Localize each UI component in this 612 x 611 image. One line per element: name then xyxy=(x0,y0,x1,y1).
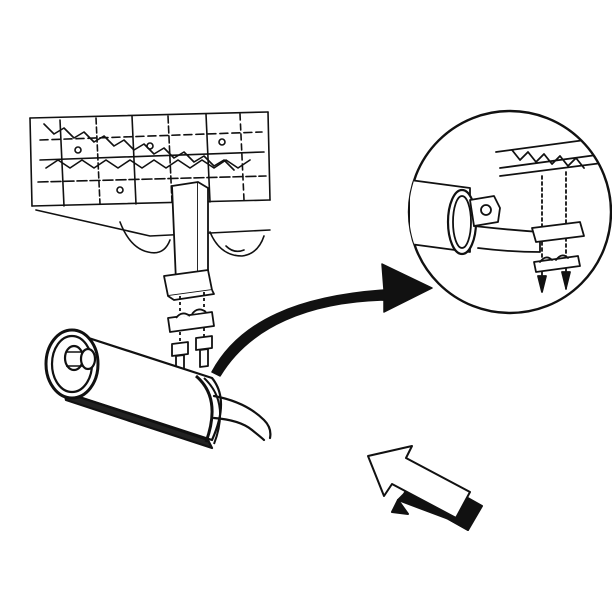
exhaust-pipe xyxy=(212,394,272,442)
detail-magnifier-circle xyxy=(407,109,612,315)
vehicle-underbody-frame xyxy=(29,111,271,257)
hanger-insulator xyxy=(167,308,215,333)
callout-arrow xyxy=(211,263,433,377)
view-direction-arrow xyxy=(367,445,483,531)
exhaust-muffler xyxy=(44,328,222,450)
